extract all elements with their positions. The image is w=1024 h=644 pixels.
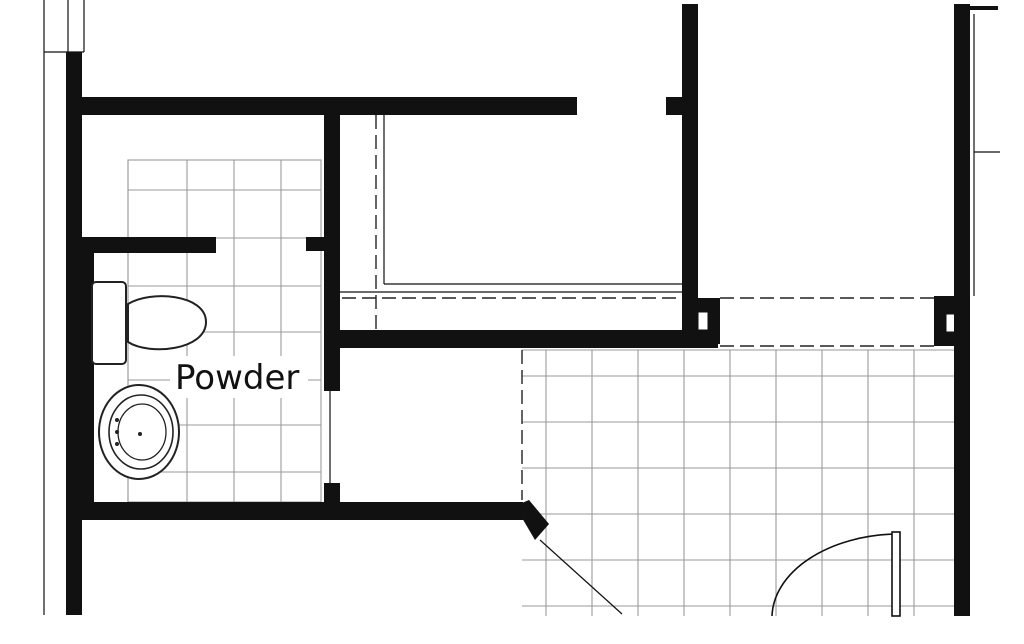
door-swing-icon — [771, 531, 901, 617]
toilet-icon — [91, 281, 208, 365]
powder-closet-wall — [324, 113, 340, 391]
powder-door-stub — [324, 483, 340, 505]
foyer-tile-floor — [522, 349, 954, 616]
right-exterior-wall — [954, 4, 1000, 616]
post-left — [690, 298, 720, 344]
oval-sink-icon — [98, 384, 180, 480]
center-vertical-wall — [682, 4, 698, 344]
powder-upper-partition — [82, 237, 216, 253]
powder-label-backdrop — [170, 356, 308, 398]
angled-wall-end — [515, 500, 549, 540]
angled-floor-edge — [539, 539, 623, 615]
wall-stub — [666, 97, 688, 115]
top-hall-wall — [80, 97, 577, 115]
left-exterior-wall — [43, 0, 85, 615]
powder-room-label: Powder — [175, 358, 299, 398]
closet — [338, 115, 718, 348]
door-jamb-stub — [306, 237, 326, 251]
bottom-hall-wall — [80, 502, 523, 520]
powder-inner-left-wall — [82, 237, 94, 512]
